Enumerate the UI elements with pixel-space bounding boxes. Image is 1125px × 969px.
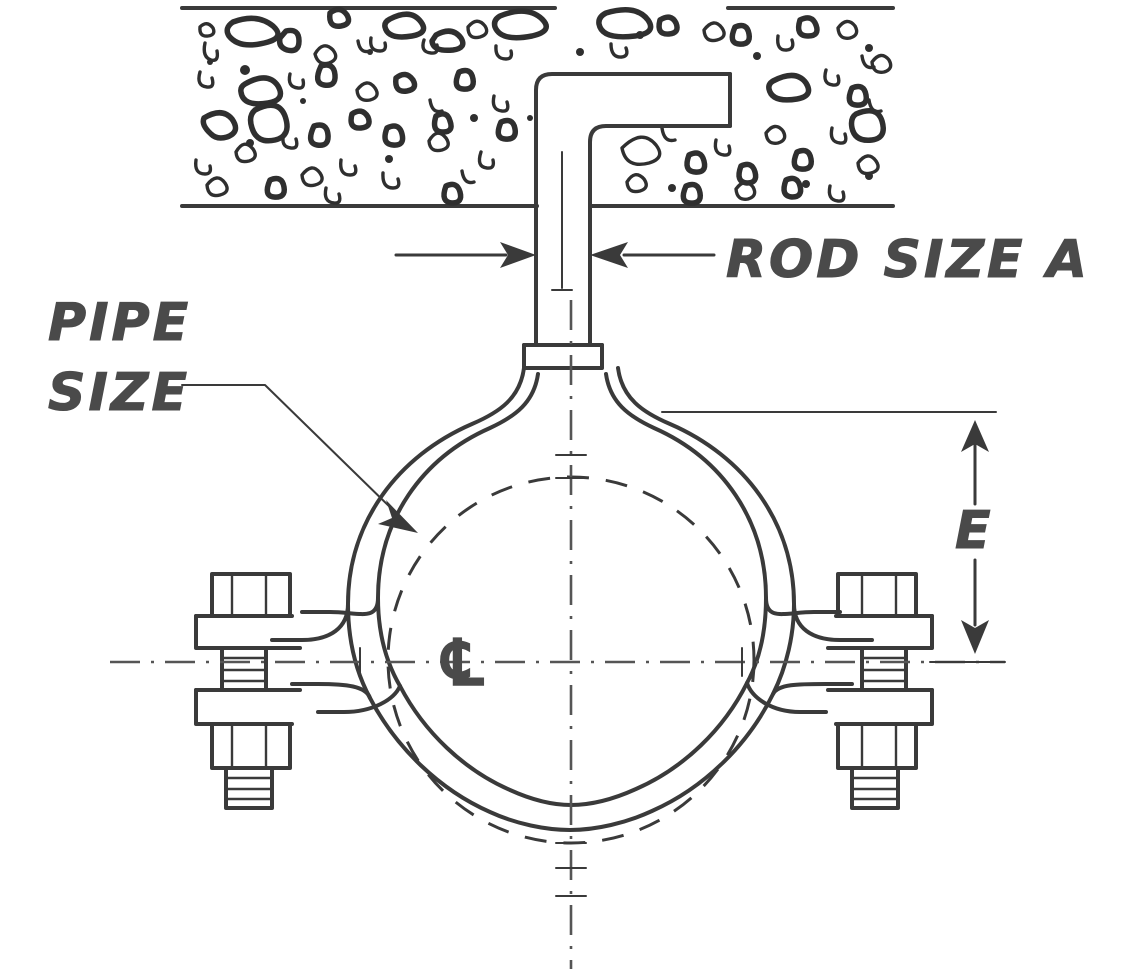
pipe-size-leader: PIPE SIZE <box>47 292 418 533</box>
centerlines <box>110 300 1005 969</box>
concrete-aggregate-hatch <box>194 6 893 206</box>
pipe-size-leader-line <box>181 384 396 513</box>
e-dim-up-arrowhead <box>961 420 989 452</box>
rod-collar <box>522 343 604 370</box>
e-dimension: E <box>661 411 1006 663</box>
clamp-left-ear-lower-inner <box>316 684 402 714</box>
clamp-left-ear-upper-inner <box>300 596 380 617</box>
e-dim-down-arrowhead <box>961 620 989 654</box>
clamp-right-ear-lower-inner <box>745 681 828 714</box>
left-lower-nut-body <box>210 722 292 770</box>
concrete-slab <box>180 6 895 208</box>
pipe-size-label-line1: PIPE <box>48 293 191 353</box>
hanger-rod <box>522 72 732 370</box>
e-dimension-label: E <box>955 501 994 561</box>
rod-size-dimension: ROD SIZE A <box>394 229 1090 291</box>
rod-right-profile <box>588 124 732 347</box>
rod-dim-left-arrowhead <box>500 242 536 268</box>
pipe-size-label-line2: SIZE <box>48 363 190 423</box>
right-lower-nut-body <box>836 722 918 770</box>
clamp-outer-band <box>346 366 796 832</box>
rod-dim-right-arrowhead <box>590 242 628 268</box>
bolt-assembly-left <box>194 572 302 810</box>
clamp-left-ear-lower <box>290 682 372 700</box>
rod-left-profile <box>534 72 732 347</box>
clamp-right-ear-upper-inner <box>764 596 842 617</box>
bolt-assembly-right <box>826 572 934 810</box>
clamp-right-ear-lower <box>771 682 854 696</box>
rod-size-label: ROD SIZE A <box>726 230 1090 290</box>
centerline-symbol: ℄ <box>440 626 484 699</box>
pipe-size-arrowhead <box>378 500 418 533</box>
